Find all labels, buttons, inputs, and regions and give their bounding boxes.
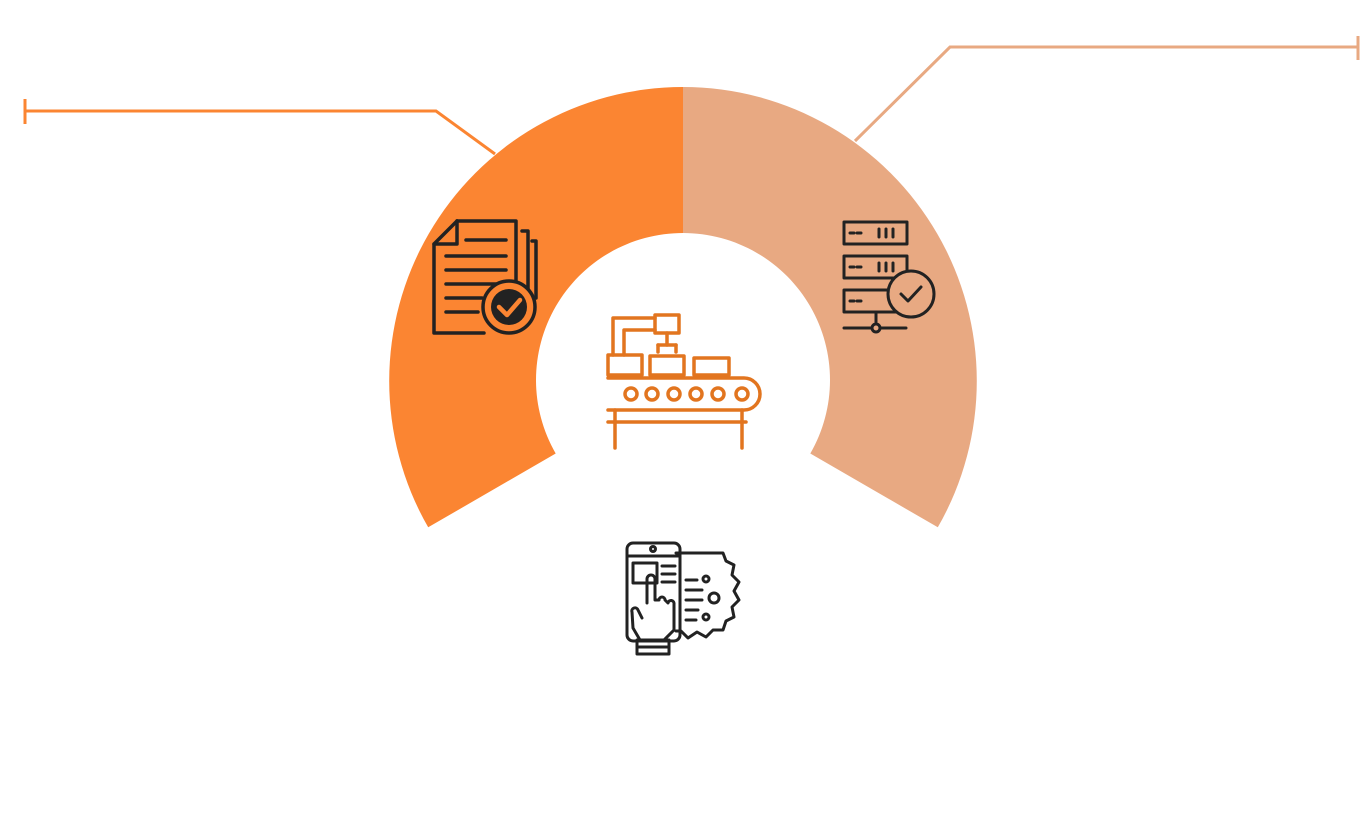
document-check-icon (432, 219, 538, 335)
server-check-icon (842, 220, 936, 334)
touch-panel-gear-icon (625, 541, 741, 656)
leader-line-right (853, 36, 1360, 143)
segment-servers (683, 87, 977, 528)
leader-line-left (23, 99, 496, 156)
conveyor-robot-icon (606, 313, 762, 450)
